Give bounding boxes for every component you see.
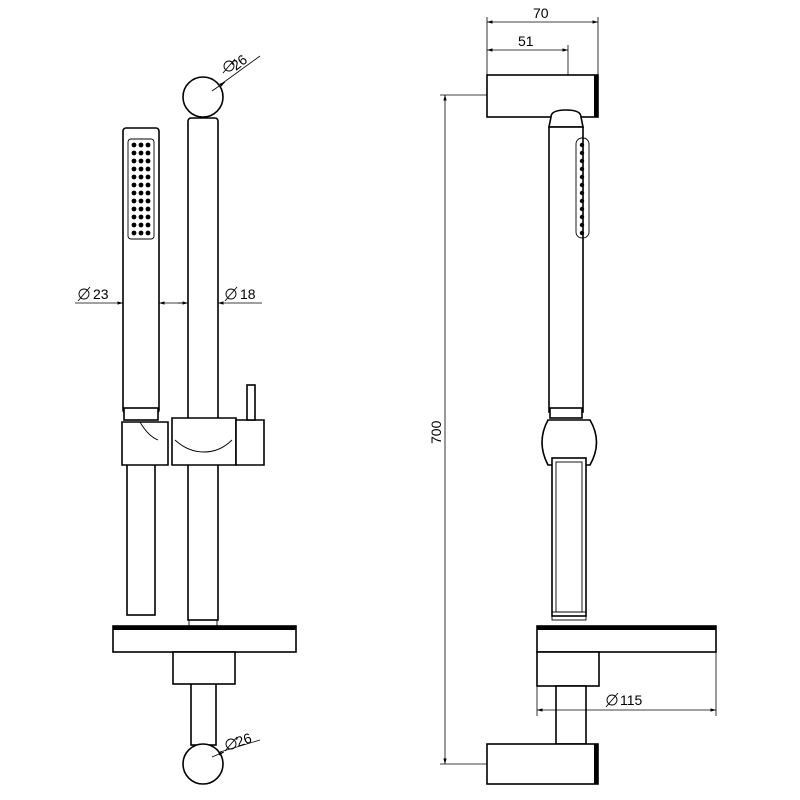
spray-nozzle	[131, 174, 137, 180]
spray-nozzle	[131, 198, 137, 204]
dimension-lines	[75, 17, 717, 765]
side-spray-nozzle	[579, 150, 585, 156]
side-rail	[548, 126, 584, 413]
rail-top-cap	[182, 76, 224, 118]
diameter-symbol-rail	[224, 286, 238, 302]
dim-hand-shower-diameter: 23	[93, 286, 109, 302]
spray-nozzle	[145, 214, 151, 220]
shower-hose-connector	[126, 459, 156, 616]
spray-nozzle	[138, 230, 144, 236]
spray-nozzle	[138, 182, 144, 188]
side-hose-connector	[551, 457, 587, 617]
spray-nozzle	[145, 158, 151, 164]
side-spray-nozzle	[579, 230, 585, 236]
slider-holder-left	[121, 421, 169, 466]
dim-bracket-offset: 51	[518, 33, 534, 49]
spray-nozzle	[138, 174, 144, 180]
side-dish-mount	[536, 651, 600, 687]
hand-shower-collar	[123, 407, 159, 421]
diameter-symbol-hand-shower	[77, 286, 91, 302]
side-spray-nozzle	[579, 142, 585, 148]
spray-nozzle	[131, 182, 137, 188]
spray-nozzle	[138, 142, 144, 148]
spray-nozzle	[131, 158, 137, 164]
side-spray-nozzle	[579, 158, 585, 164]
spray-nozzle	[145, 222, 151, 228]
bottom-wall-bracket	[486, 743, 599, 785]
spray-nozzle	[145, 174, 151, 180]
dimension-labels: 26 23 18 26 70 51 700 115	[77, 5, 643, 752]
spray-nozzle	[131, 166, 137, 172]
hand-shower-face	[127, 138, 155, 240]
dim-overall-height: 700	[428, 420, 444, 444]
rail-lower-section	[187, 459, 219, 621]
top-wall-bracket	[486, 74, 599, 118]
spray-nozzle	[145, 190, 151, 196]
slider-holder-right	[235, 419, 265, 466]
side-spray-nozzle	[579, 214, 585, 220]
dim-bottom-cap-diameter: 26	[234, 729, 254, 749]
spray-nozzle	[131, 214, 137, 220]
rail-bottom-cap	[182, 743, 224, 785]
top-bracket-joint	[548, 109, 584, 128]
front-view	[112, 76, 297, 785]
diameter-symbol-bottom	[224, 736, 238, 752]
spray-nozzle	[131, 206, 137, 212]
side-spray-nozzle	[579, 222, 585, 228]
diameter-symbol-dish	[605, 692, 619, 708]
spray-nozzle	[145, 150, 151, 156]
spray-nozzle	[138, 150, 144, 156]
side-spray-nozzle	[579, 198, 585, 204]
spray-nozzle	[145, 206, 151, 212]
side-spray-nozzle	[579, 190, 585, 196]
spray-nozzle	[131, 222, 137, 228]
spray-nozzle-grid	[131, 142, 151, 236]
slider-holder-center	[171, 417, 237, 466]
spray-nozzle	[138, 214, 144, 220]
side-spray-nozzle	[579, 174, 585, 180]
spray-nozzle	[131, 150, 137, 156]
side-spray-nozzle	[579, 206, 585, 212]
spray-nozzle	[138, 206, 144, 212]
diameter-symbol-top	[222, 58, 236, 74]
side-soap-dish	[536, 625, 717, 653]
slider-lock-knob[interactable]	[246, 384, 256, 421]
side-rail-lower	[555, 685, 587, 745]
spray-nozzle	[138, 166, 144, 172]
spray-nozzle	[138, 198, 144, 204]
spray-nozzle	[145, 230, 151, 236]
side-view	[486, 74, 717, 785]
spray-nozzle	[145, 142, 151, 148]
spray-nozzle	[145, 198, 151, 204]
soap-dish-mount	[172, 651, 236, 685]
side-slider-holder	[541, 419, 598, 466]
spray-nozzle	[145, 182, 151, 188]
side-spray-nozzle	[579, 166, 585, 172]
side-spray-nozzles	[579, 142, 585, 236]
spray-nozzle	[131, 142, 137, 148]
dim-bracket-depth: 70	[533, 5, 549, 21]
side-hand-shower-face	[575, 137, 590, 239]
spray-nozzle	[138, 190, 144, 196]
spray-nozzle	[138, 222, 144, 228]
spray-nozzle	[138, 158, 144, 164]
side-spray-nozzle	[579, 182, 585, 188]
spray-nozzle	[131, 190, 137, 196]
spray-nozzle	[131, 230, 137, 236]
dim-soap-dish-width: 115	[620, 692, 643, 708]
dim-rail-diameter: 18	[240, 286, 256, 302]
rail-upper-section	[187, 117, 219, 421]
spray-nozzle	[145, 166, 151, 172]
